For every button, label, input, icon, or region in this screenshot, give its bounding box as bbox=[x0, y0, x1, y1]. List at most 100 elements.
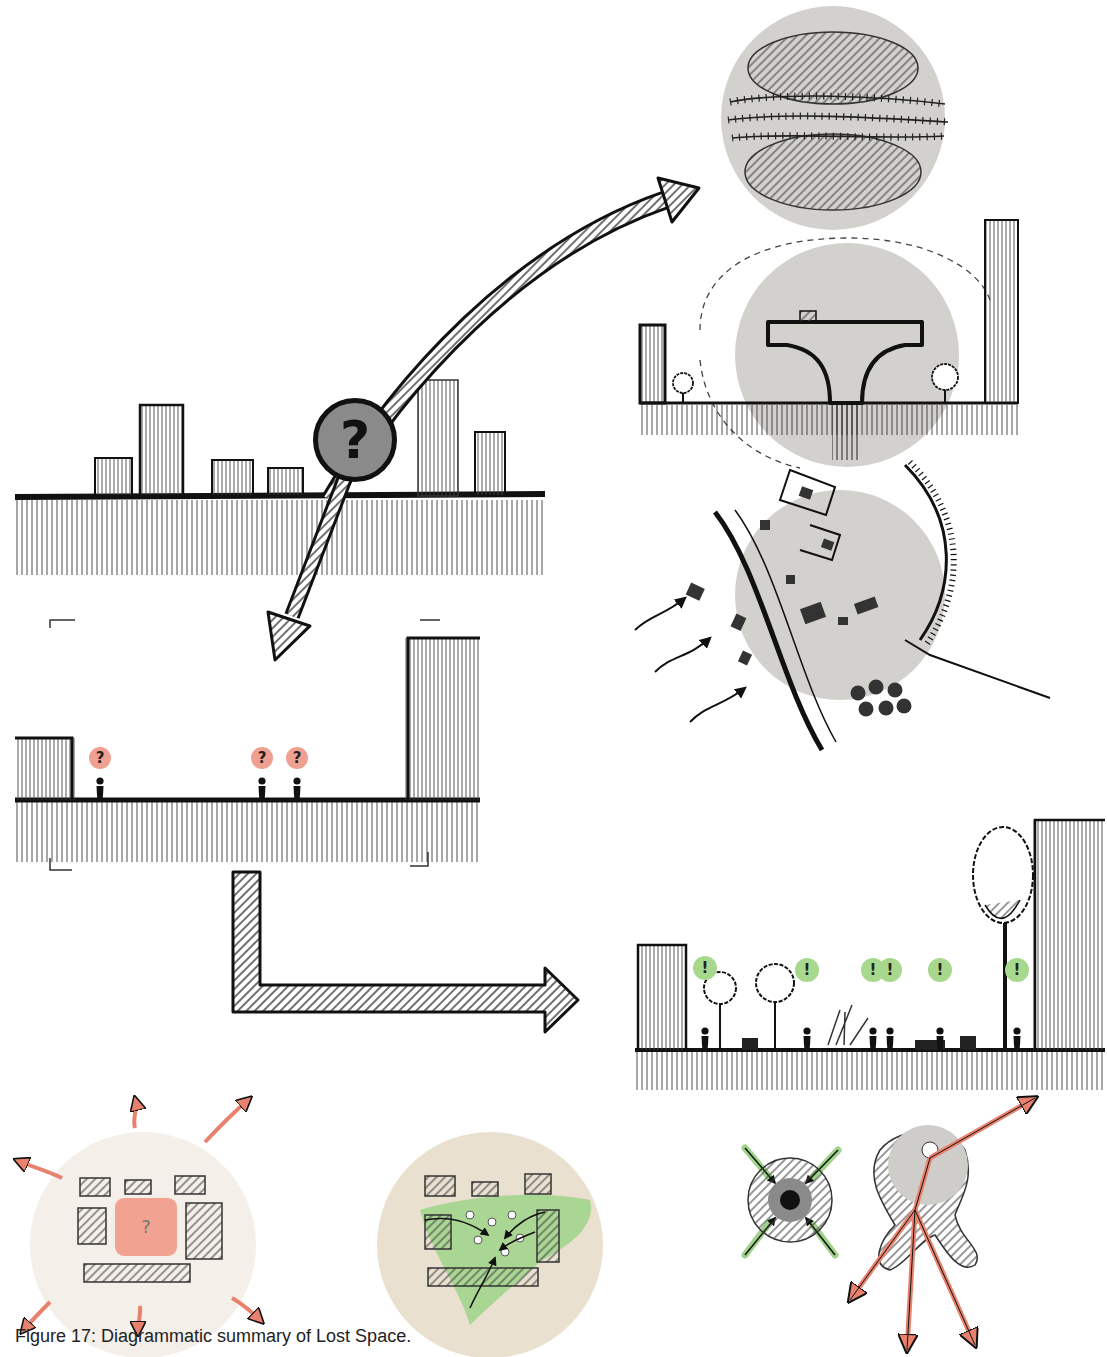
site-plan-circle-part bbox=[879, 701, 894, 716]
transformation-arrow bbox=[233, 872, 578, 1032]
exclamation-bubble: ! bbox=[928, 958, 952, 982]
highway-section-part bbox=[932, 364, 958, 390]
repelling-plan-circle-part bbox=[125, 1180, 151, 1194]
node-and-sprawl-symbols-part-part bbox=[850, 1158, 930, 1300]
activated-space-section-part bbox=[960, 1036, 976, 1050]
activated-space-section-part bbox=[1003, 910, 1007, 1050]
divided-land-circle bbox=[721, 6, 948, 230]
highway-section-part bbox=[832, 405, 860, 460]
node-and-sprawl-symbols-part-part bbox=[850, 1158, 930, 1300]
node-and-sprawl-symbols-part-part bbox=[907, 1210, 915, 1350]
attracting-plan-circle-part bbox=[537, 1210, 559, 1262]
site-plan-circle-part bbox=[838, 617, 848, 625]
question-bubble: ? bbox=[286, 747, 308, 769]
site-plan-circle-part bbox=[799, 486, 814, 500]
city-skyline-section-part bbox=[212, 460, 253, 496]
activated-space-section-part bbox=[936, 1027, 943, 1050]
lost-space-section-part bbox=[405, 638, 480, 800]
lost-space-section-part bbox=[408, 638, 480, 800]
attracting-plan-circle-part-part bbox=[500, 1232, 535, 1250]
node-and-sprawl-symbols-part bbox=[748, 1158, 832, 1242]
highway-section-part bbox=[700, 238, 990, 330]
highway-section bbox=[640, 220, 1018, 468]
repelling-plan-circle-part bbox=[16, 1098, 262, 1334]
node-text: ! bbox=[937, 963, 944, 978]
site-plan-circle-part bbox=[888, 683, 903, 698]
repelling-plan-circle-part bbox=[80, 1178, 110, 1196]
down-arrow-part bbox=[268, 612, 310, 660]
attracting-plan-circle-part bbox=[420, 1195, 591, 1325]
attracting-plan-circle-part-part bbox=[488, 1218, 496, 1226]
question-circle-shape bbox=[316, 401, 395, 480]
attracting-plan-circle-part bbox=[425, 1212, 545, 1308]
repelling-plan-circle-part bbox=[30, 1132, 256, 1357]
repelling-plan-circle-part-part bbox=[205, 1098, 250, 1142]
city-skyline-section-part bbox=[418, 380, 458, 496]
exclamation-bubble-shape bbox=[878, 958, 902, 982]
site-plan-circle-part bbox=[738, 650, 752, 665]
node-and-sprawl-symbols bbox=[745, 1098, 1035, 1350]
activated-space-section-part bbox=[973, 827, 1033, 923]
node-and-sprawl-symbols-part-part bbox=[930, 1098, 1035, 1158]
highway-section-part bbox=[673, 373, 693, 393]
exclamation-bubble: ! bbox=[1005, 958, 1029, 982]
activated-space-section-part bbox=[719, 1000, 721, 1050]
activated-space-section-part bbox=[701, 1027, 708, 1050]
site-plan-circle-part bbox=[760, 520, 770, 530]
repelling-plan-circle-part bbox=[84, 1264, 190, 1282]
highway-section-part bbox=[985, 220, 1018, 403]
highway-section-part bbox=[944, 390, 946, 403]
divided-land-circle-part bbox=[728, 116, 948, 122]
lost-space-section-part bbox=[15, 738, 75, 800]
site-plan-circle-part bbox=[905, 640, 1050, 698]
site-plan-circle bbox=[635, 462, 1050, 750]
repelling-plan-circle-part bbox=[175, 1176, 205, 1194]
city-skyline-section bbox=[15, 380, 545, 575]
repelling-plan-circle-part-part bbox=[134, 1098, 136, 1128]
node-text: ? bbox=[141, 1218, 151, 1236]
divided-land-circle-part bbox=[745, 134, 921, 210]
activated-space-section-part bbox=[635, 945, 688, 1050]
attracting-plan-circle-part bbox=[425, 1215, 451, 1249]
activated-space-section-part bbox=[803, 1027, 810, 1050]
down-arrow-part bbox=[292, 470, 348, 616]
attracting-plan-circle-part-part bbox=[466, 1211, 474, 1219]
city-skyline-section-part bbox=[268, 468, 303, 496]
activated-space-section-part bbox=[638, 945, 686, 1050]
activated-space-section-part bbox=[1033, 820, 1105, 1050]
site-plan-circle-part bbox=[735, 510, 836, 742]
site-plan-circle-part bbox=[800, 602, 826, 625]
transformation-arrow-part bbox=[233, 872, 578, 1032]
question-bubble-shape bbox=[251, 747, 273, 769]
activated-space-section-part bbox=[635, 1052, 1105, 1090]
node-text: ? bbox=[96, 751, 105, 766]
attracting-plan-circle-part bbox=[525, 1174, 551, 1194]
highway-section-part bbox=[800, 311, 816, 322]
node-and-sprawl-symbols-part bbox=[780, 1190, 800, 1210]
highway-section-part bbox=[768, 322, 922, 403]
divided-land-circle-part bbox=[728, 116, 948, 122]
figure-caption: Figure 17: Diagrammatic summary of Lost … bbox=[15, 1326, 411, 1347]
activated-space-section bbox=[635, 820, 1105, 1090]
site-plan-circle-part bbox=[910, 462, 954, 645]
question-bubble-shape bbox=[286, 747, 308, 769]
exclamation-bubble-shape bbox=[928, 958, 952, 982]
repelling-plan-circle-part-part bbox=[232, 1298, 262, 1322]
repelling-plan-circle-part bbox=[78, 1208, 106, 1244]
lost-space-section-part bbox=[293, 777, 300, 800]
repelling-plan-circle-part-part bbox=[16, 1160, 62, 1178]
highway-section-part bbox=[640, 325, 665, 403]
activated-space-section-part bbox=[742, 1038, 758, 1050]
site-plan-circle-part bbox=[854, 597, 878, 615]
site-plan-circle-part bbox=[897, 699, 912, 714]
node-text: ? bbox=[293, 751, 302, 766]
attracting-plan-circle-part-part bbox=[505, 1212, 545, 1238]
attracting-plan-circle-part-part bbox=[470, 1258, 495, 1308]
attracting-plan-circle-part-part bbox=[508, 1211, 516, 1219]
lost-space-section-part bbox=[258, 777, 265, 800]
node-and-sprawl-symbols-part-part bbox=[915, 1210, 975, 1345]
node-and-sprawl-symbols-part bbox=[745, 1148, 838, 1255]
lost-space-section-part bbox=[96, 777, 103, 800]
node-and-sprawl-symbols-part bbox=[745, 1148, 838, 1255]
